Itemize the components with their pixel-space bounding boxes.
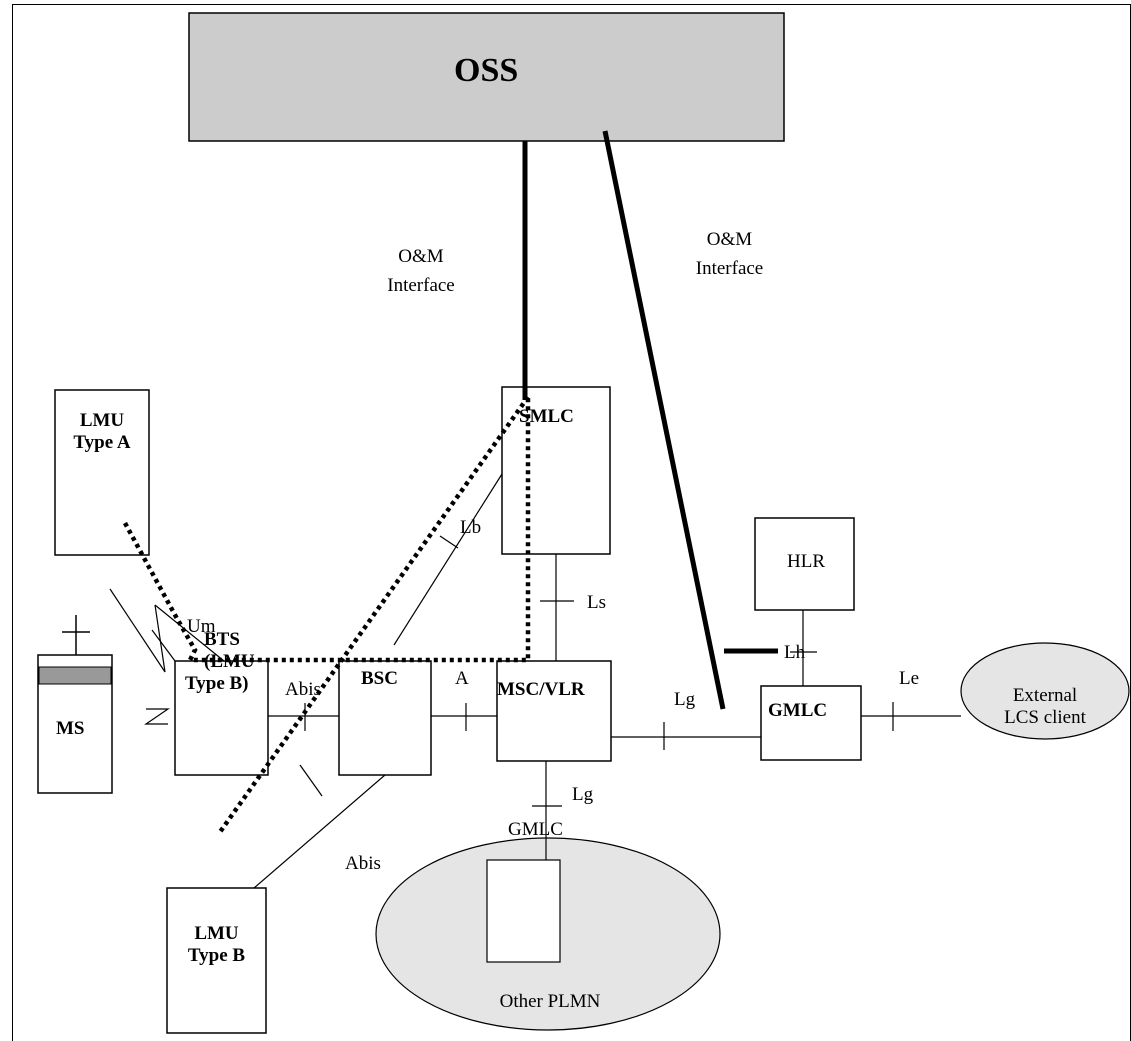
msc-vlr-label: MSC/VLR [497, 679, 585, 700]
ms-label: MS [56, 718, 85, 739]
abis-lower-line [253, 774, 386, 889]
bts-label-line3: Type B) [185, 673, 249, 694]
bts-label-line2: (LMU [204, 651, 255, 672]
other-plmn-gmlc-label: GMLC [508, 819, 563, 840]
hlr-label: HLR [787, 551, 825, 572]
msc-vlr-box [496, 660, 612, 762]
external-lcs-client-ellipse [960, 642, 1130, 740]
le-label: Le [899, 668, 920, 689]
lmu-type-a-label: LMU Type A [55, 410, 149, 454]
lmu-route-dashed [123, 397, 531, 663]
lg-lower-label: Lg [572, 784, 594, 805]
lmu-type-b-line1: LMU [194, 923, 239, 944]
other-plmn-label: Other PLMN [499, 991, 601, 1012]
om-interface-right-line2: Interface [695, 258, 764, 279]
gmlc-box [760, 685, 862, 761]
lmu-type-a-line2: Type A [73, 432, 131, 453]
bts-label: BTS (LMU Type B) [185, 629, 255, 695]
lmu-type-b-label: LMU Type B [167, 923, 266, 967]
um-line-c [151, 629, 176, 662]
gmlc-label: GMLC [768, 700, 828, 721]
abis-lower-label: Abis [345, 853, 381, 874]
lmu-type-a-box [54, 389, 150, 556]
lmu-type-a-line1: LMU [79, 410, 125, 431]
um-line-b [154, 604, 225, 662]
hlr-box [754, 517, 855, 611]
om-interface-right-line1: O&M [706, 229, 753, 250]
abis-label: Abis [285, 679, 321, 700]
smlc-box [501, 386, 611, 555]
lb-line [393, 473, 503, 646]
om-line-gmlc [602, 130, 726, 710]
lb-route-dashed [218, 395, 530, 834]
om-interface-left-line1: O&M [398, 246, 444, 267]
um-label: Um [187, 616, 216, 637]
ms-antenna-zigzag [144, 708, 170, 725]
um-line-a [109, 588, 166, 673]
oss-box [188, 12, 785, 142]
oss-label: OSS [454, 52, 519, 89]
external-lcs-client-label: External LCS client [985, 685, 1105, 729]
lg-label: Lg [674, 689, 696, 710]
om-interface-left-line2: Interface [387, 275, 455, 296]
lmu-type-b-line2: Type B [187, 945, 246, 966]
lh-label: Lh [784, 642, 806, 663]
a-label: A [455, 668, 469, 689]
bsc-label: BSC [361, 668, 398, 689]
external-lcs-client-line1: External [1012, 685, 1078, 706]
lmu-type-b-box [166, 887, 267, 1034]
om-interface-left: O&M Interface [371, 246, 471, 297]
lb-label: Lb [460, 517, 482, 538]
om-interface-right: O&M Interface [672, 229, 787, 280]
bts-label-line1: BTS [204, 629, 240, 650]
bts-box [174, 660, 269, 776]
other-plmn-gmlc-box [486, 859, 561, 963]
bsc-box [338, 660, 432, 776]
external-lcs-client-line2: LCS client [1004, 707, 1086, 728]
ls-label: Ls [587, 592, 606, 613]
ms-phone [37, 615, 113, 794]
smlc-label: SMLC [519, 406, 574, 427]
